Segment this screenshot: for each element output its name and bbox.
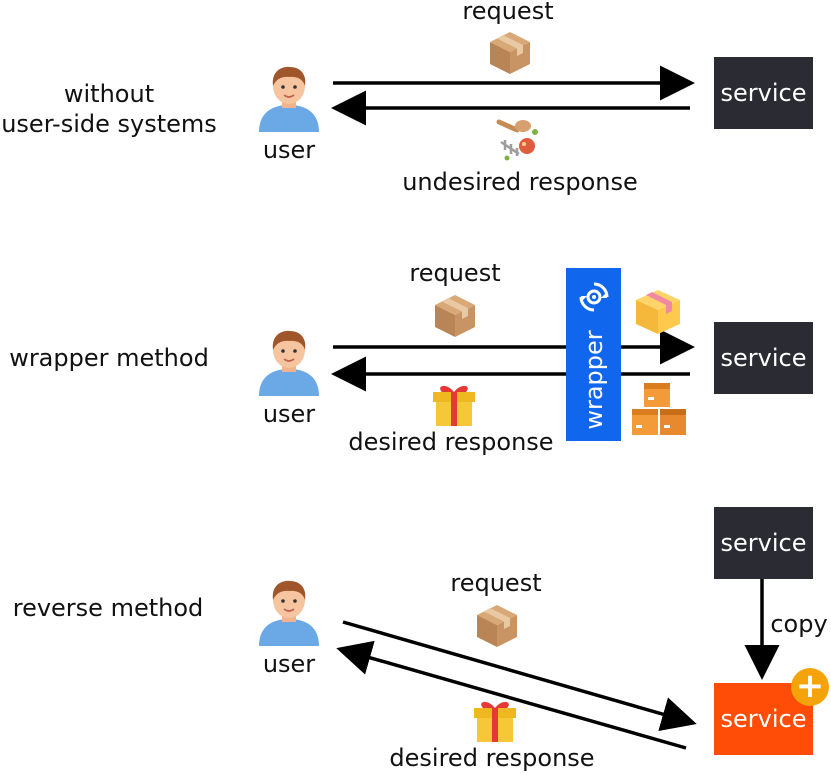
user-avatar-icon [259,580,319,646]
refresh-gear-icon [579,282,609,312]
plus-icon: + [791,668,829,706]
user-label: user [262,650,316,678]
user-label: user [262,136,316,164]
response-label: desired response [389,744,595,772]
row-label-reverse: reverse method [12,594,204,622]
row-label-wrapper: wrapper method [9,344,209,372]
package-box-icon [435,295,475,337]
gift-icon [433,385,475,426]
service-box: service [714,507,813,579]
package-box-icon [490,32,530,74]
response-arrow-3 [336,640,687,750]
garbage-icon [496,119,538,161]
request-label: request [409,259,501,287]
response-label: desired response [348,428,554,456]
wrapper-label: wrapper [579,330,608,430]
response-label: undesired response [402,168,638,196]
copy-label: copy [770,610,828,638]
stacked-boxes-icon [632,383,686,435]
user-avatar-icon [259,66,319,132]
request-label: request [450,569,542,597]
user-avatar-icon [259,330,319,396]
open-box-icon [636,290,680,334]
package-box-icon [477,605,517,647]
request-arrow-3 [342,620,697,732]
user-label: user [262,400,316,428]
service-box: service [714,57,813,129]
gift-icon [474,701,516,742]
row-label-without: without user-side systems [1,80,217,138]
request-label: request [462,0,554,25]
service-box: service [714,322,813,394]
